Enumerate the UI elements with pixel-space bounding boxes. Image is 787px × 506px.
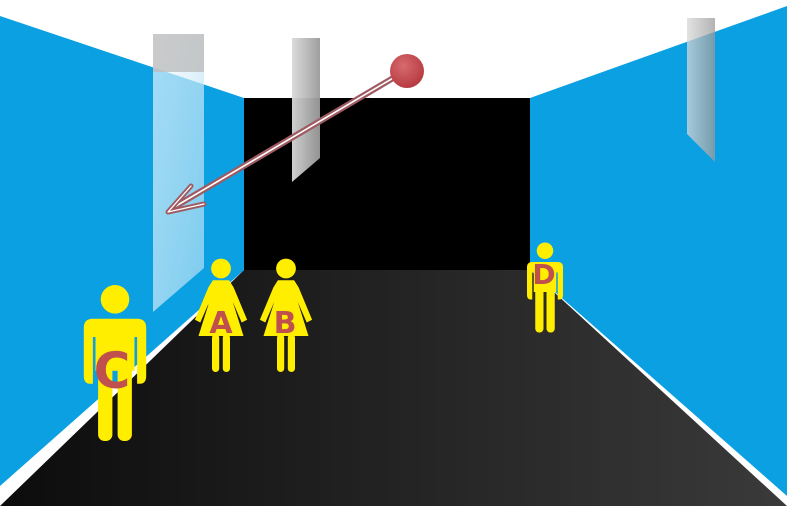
figure-label-c: C [94,342,131,400]
figure-label-a: A [209,306,233,341]
figure-label-d: D [532,258,555,291]
ceiling-lamp-icon [153,34,204,312]
back-wall [244,98,530,272]
figure-label-b: B [274,306,297,341]
ball-icon [390,54,424,88]
ceiling-lamp-icon [292,38,320,182]
